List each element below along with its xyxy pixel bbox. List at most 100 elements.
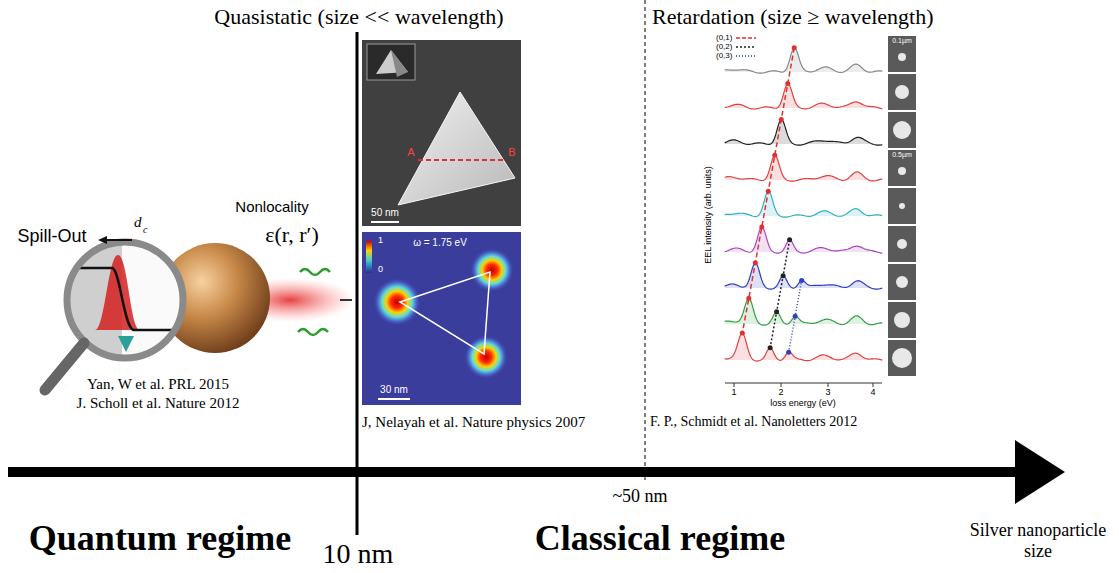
spectrum-fill xyxy=(725,155,883,181)
particle-thumbnails xyxy=(888,36,916,376)
legend-sample xyxy=(735,35,757,41)
legend-row: (0,3) xyxy=(716,51,757,60)
hot-spot xyxy=(373,278,421,326)
particle-disk xyxy=(898,167,906,175)
triangle-prism xyxy=(398,92,515,205)
particle-disk xyxy=(897,239,907,249)
spectrum-fill xyxy=(725,84,883,109)
scale-label: 50 nm xyxy=(371,207,399,219)
peak-marker xyxy=(768,345,773,350)
legend-line xyxy=(736,37,756,39)
threshold-label: ~50 nm xyxy=(612,486,667,507)
color-bar xyxy=(366,241,372,273)
peak-marker xyxy=(753,260,758,265)
quantum-illustration xyxy=(45,236,355,390)
thumbnail xyxy=(888,302,916,338)
regime-divider xyxy=(645,0,646,482)
regime-label: Quantum regime xyxy=(29,518,291,559)
eels-map xyxy=(362,232,521,405)
peak-marker xyxy=(759,225,764,230)
axis-tick xyxy=(734,383,735,387)
hot-spot xyxy=(470,248,514,292)
particle-disk xyxy=(893,121,911,139)
legend-row: (0,2) xyxy=(716,42,757,51)
subscript-label: c xyxy=(143,224,147,236)
citation: J, Nelayah et al. Nature physics 2007 xyxy=(362,414,597,431)
tick-label: 4 xyxy=(870,387,875,397)
hot-spot xyxy=(464,335,508,379)
spectrum-fill xyxy=(725,333,883,361)
spectrum-curve xyxy=(725,191,883,217)
sem-image xyxy=(362,40,521,226)
scale-bar xyxy=(371,221,399,223)
spectrum-fill xyxy=(725,48,883,73)
spectrum-curve xyxy=(725,155,883,181)
spectrum-fill xyxy=(725,263,883,289)
tick-label: 2 xyxy=(778,387,783,397)
spectrum-curve xyxy=(725,84,883,109)
spectra-curves xyxy=(725,45,883,361)
size-label: 0.1µm xyxy=(892,37,912,45)
peak-marker xyxy=(792,45,797,50)
thumbnail xyxy=(888,264,916,300)
legend-sample xyxy=(735,53,757,59)
peak-marker xyxy=(781,273,786,278)
peak-marker xyxy=(786,350,791,355)
particle-disk xyxy=(899,203,905,209)
legend-text: (0,3) xyxy=(716,51,732,60)
x-axis xyxy=(725,383,882,384)
thumbnail xyxy=(888,74,916,110)
mode-legend: (0,1)(0,2)(0,3) xyxy=(716,33,757,60)
formula-label: ε(r, r′) xyxy=(265,222,318,247)
thumbnail xyxy=(888,112,916,148)
scale-bar xyxy=(378,398,410,400)
regime-divider xyxy=(356,32,359,535)
legend-text: (0,1) xyxy=(716,33,732,42)
beam-tick xyxy=(340,299,352,301)
spill-arrowhead xyxy=(98,236,107,244)
regime-heading: Quasistatic (size << wavelength) xyxy=(214,4,503,29)
citation: F. P., Schmidt et al. Nanoletters 2012 xyxy=(650,414,857,430)
density-profile xyxy=(60,268,190,330)
point-label: B xyxy=(508,146,515,159)
tick-label: 1 xyxy=(731,387,736,397)
sem-ground xyxy=(362,40,521,226)
thumbnail xyxy=(888,36,916,72)
spectrum-fill xyxy=(725,119,883,145)
legend-line xyxy=(736,46,756,48)
spectrum-curve xyxy=(725,263,883,289)
tick-label: 3 xyxy=(825,387,830,397)
axis-title: loss energy (eV) xyxy=(770,398,836,408)
peak-marker xyxy=(772,153,777,158)
peak-marker xyxy=(740,331,745,336)
axis-tick xyxy=(781,383,782,387)
spectrum-fill xyxy=(725,227,883,253)
size-label: 0.5µm xyxy=(892,151,912,159)
scale-label: 30 nm xyxy=(380,384,408,396)
particle-disk xyxy=(896,276,908,288)
effect-label: Spill-Out xyxy=(17,226,86,247)
thumbnail xyxy=(888,188,916,224)
peak-marker xyxy=(793,314,798,319)
spectrum-curve xyxy=(725,227,883,253)
symbol-label: d xyxy=(134,214,142,231)
size-axis xyxy=(8,467,1022,477)
nonlocal-wave xyxy=(298,329,328,335)
map-ground xyxy=(362,232,521,405)
thumbnail xyxy=(888,226,916,262)
nonlocal-wave xyxy=(300,269,330,275)
energy-label: ω = 1.75 eV xyxy=(413,237,467,249)
peak-marker xyxy=(787,237,792,242)
inset-pyramid xyxy=(391,50,408,77)
thumbnail xyxy=(888,340,916,376)
particle-disk xyxy=(898,53,906,61)
peak-marker xyxy=(779,117,784,122)
threshold-label: 10 nm xyxy=(323,538,394,570)
spectra-plot xyxy=(725,45,883,387)
peak-marker xyxy=(774,309,779,314)
legend-line xyxy=(736,55,756,57)
particle-disk xyxy=(894,312,910,328)
citation: J. Scholl et al. Nature 2012 xyxy=(77,395,240,412)
mode-trace xyxy=(789,280,802,352)
